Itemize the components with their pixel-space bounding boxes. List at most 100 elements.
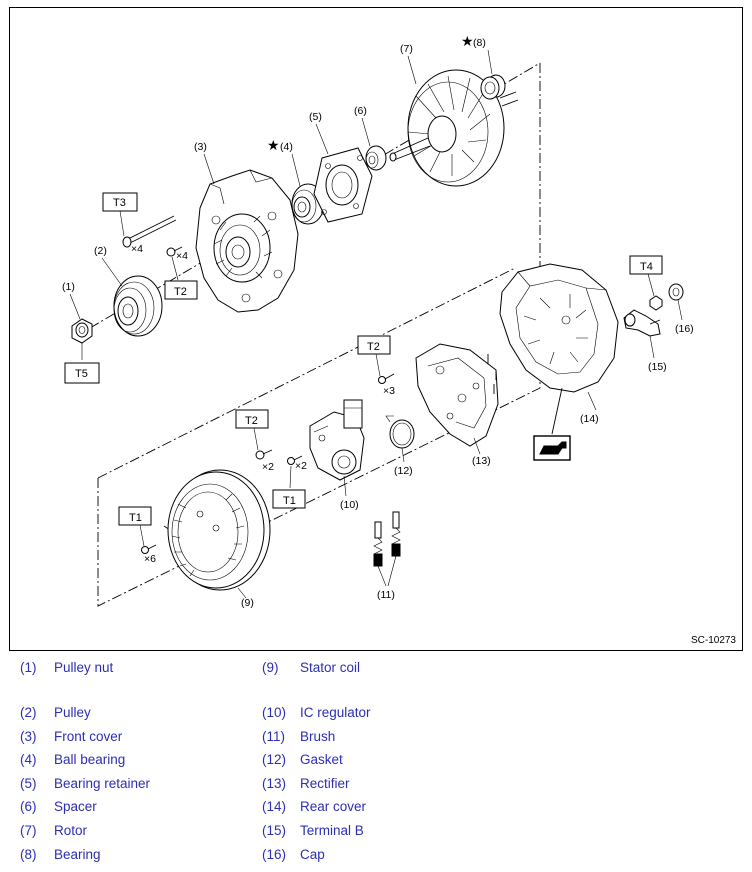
leader-4 bbox=[291, 153, 301, 187]
leader-11a bbox=[377, 565, 387, 587]
gasket-part bbox=[385, 415, 415, 449]
torque-box-t2-reg bbox=[235, 409, 269, 429]
qty-t2-reg: ×2 bbox=[262, 461, 274, 473]
callout-7: (7) bbox=[400, 43, 413, 55]
leader-5 bbox=[315, 123, 329, 155]
callout-11: (11) bbox=[377, 589, 395, 601]
callout-10: (10) bbox=[340, 499, 359, 511]
leader-10 bbox=[343, 475, 347, 497]
legend-number: (11) bbox=[262, 729, 286, 744]
leader-t1-reg bbox=[289, 465, 292, 489]
regulator-screw-t2 bbox=[255, 449, 273, 460]
legend-part-name: Ball bearing bbox=[54, 752, 126, 767]
leader-3 bbox=[203, 153, 215, 185]
bearing-part bbox=[480, 74, 506, 100]
exploded-diagram: (1) T5 (2) T3 ×4 ×4 T2 bbox=[9, 7, 743, 651]
legend-part-name: IC regulator bbox=[300, 705, 371, 720]
callout-14: (14) bbox=[580, 413, 599, 425]
bearing-retainer-part bbox=[313, 147, 373, 223]
legend-part-name: Gasket bbox=[300, 752, 343, 767]
legend-number: (15) bbox=[262, 823, 287, 838]
qty-t1-reg: ×2 bbox=[295, 460, 307, 472]
callout-6: (6) bbox=[354, 105, 367, 117]
leader-14 bbox=[587, 391, 597, 411]
torque-t4: T4 bbox=[640, 261, 653, 273]
leader-15 bbox=[649, 335, 655, 359]
callout-9: (9) bbox=[241, 597, 254, 609]
legend-part-name: Rectifier bbox=[300, 776, 350, 791]
qty-t2-front: ×4 bbox=[176, 250, 188, 262]
torque-box-t2-rect bbox=[357, 335, 391, 355]
front-screw bbox=[166, 246, 183, 257]
torque-t2-reg: T2 bbox=[245, 415, 258, 427]
callout-5: (5) bbox=[309, 111, 322, 123]
star-8: ★ bbox=[461, 33, 474, 49]
parts-legend: (1)Pulley nut(2)Pulley(3)Front cover(4)B… bbox=[0, 652, 752, 872]
callout-1: (1) bbox=[62, 281, 75, 293]
brush-part-right bbox=[391, 511, 401, 557]
legend-number: (5) bbox=[20, 776, 37, 791]
torque-t3: T3 bbox=[113, 197, 126, 209]
legend-number: (12) bbox=[262, 752, 287, 767]
leader-t3 bbox=[119, 210, 125, 237]
leader-t2-rect bbox=[375, 353, 381, 377]
figure-code: SC-10273 bbox=[690, 635, 736, 646]
torque-box-t1-stator bbox=[118, 506, 152, 526]
leader-13 bbox=[473, 437, 481, 455]
legend-part-name: Bearing bbox=[54, 847, 101, 862]
torque-box-t4 bbox=[629, 255, 663, 275]
pulley-nut-part bbox=[71, 318, 93, 344]
callout-2: (2) bbox=[94, 245, 107, 257]
torque-t2-rect: T2 bbox=[367, 341, 380, 353]
callout-3: (3) bbox=[194, 141, 207, 153]
terminal-b-part bbox=[623, 309, 661, 337]
front-through-bolt bbox=[122, 215, 177, 248]
legend-part-name: Front cover bbox=[54, 729, 123, 744]
torque-box-t5 bbox=[64, 362, 100, 384]
legend-part-name: Brush bbox=[300, 729, 336, 744]
legend-number: (8) bbox=[20, 847, 37, 862]
legend-number: (7) bbox=[20, 823, 37, 838]
leader-t2-reg bbox=[253, 427, 259, 451]
legend-part-name: Stator coil bbox=[300, 660, 361, 675]
lubricant-symbol bbox=[533, 387, 571, 461]
qty-t2-rect: ×3 bbox=[383, 385, 395, 397]
callout-13: (13) bbox=[472, 455, 491, 467]
callout-16: (16) bbox=[675, 323, 694, 335]
legend-number: (6) bbox=[20, 799, 37, 814]
leader-7 bbox=[407, 55, 417, 85]
leader-1 bbox=[69, 293, 81, 320]
stator-coil-part bbox=[163, 469, 271, 591]
torque-box-t1-reg bbox=[272, 489, 306, 509]
legend-number: (9) bbox=[262, 660, 279, 675]
regulator-screw-t1 bbox=[287, 455, 303, 465]
legend-number: (14) bbox=[262, 799, 287, 814]
leader-t4 bbox=[647, 273, 655, 297]
axis-line-lower bbox=[97, 387, 541, 607]
legend-part-name: Pulley bbox=[54, 705, 91, 720]
star-4: ★ bbox=[267, 137, 280, 153]
rectifier-part bbox=[415, 343, 499, 447]
leader-8 bbox=[487, 49, 493, 75]
leader-6 bbox=[361, 117, 371, 147]
legend-number: (3) bbox=[20, 729, 37, 744]
legend-part-name: Rotor bbox=[54, 823, 88, 838]
leader-t2-front bbox=[171, 256, 179, 281]
callout-8: (8) bbox=[473, 37, 486, 49]
qty-t1-stator: ×6 bbox=[144, 553, 156, 565]
torque-t1-stator: T1 bbox=[129, 512, 142, 524]
spacer-part bbox=[365, 145, 387, 171]
terminal-nut bbox=[649, 295, 663, 311]
qty-t3: ×4 bbox=[131, 243, 143, 255]
leader-9 bbox=[237, 587, 247, 599]
ic-regulator-part bbox=[309, 399, 365, 481]
leader-16 bbox=[677, 299, 683, 321]
torque-t2-front: T2 bbox=[174, 286, 187, 298]
callout-12: (12) bbox=[394, 465, 413, 477]
torque-box-t2-front bbox=[164, 280, 198, 300]
legend-part-name: Pulley nut bbox=[54, 660, 114, 675]
legend-number: (16) bbox=[262, 847, 287, 862]
legend-number: (2) bbox=[20, 705, 37, 720]
legend-part-name: Cap bbox=[300, 847, 325, 862]
leader-12 bbox=[401, 447, 405, 463]
